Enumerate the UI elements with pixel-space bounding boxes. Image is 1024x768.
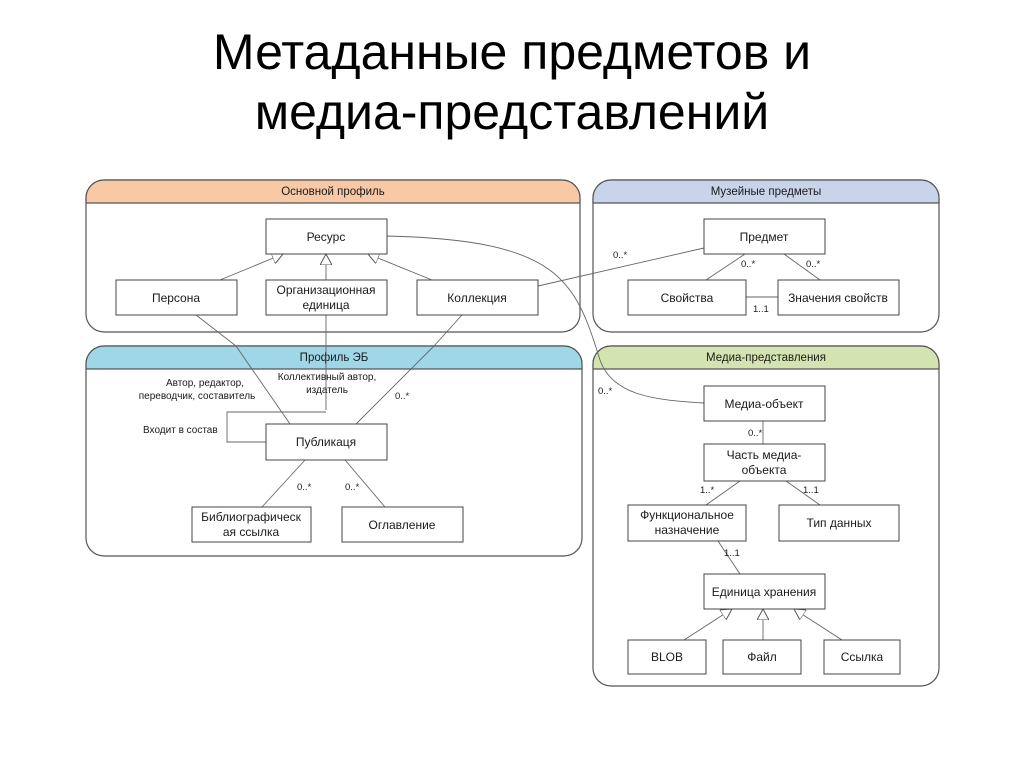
svg-text:Значения свойств: Значения свойств	[788, 291, 888, 305]
package-media-header	[592, 345, 940, 370]
class-functional-purpose: Функциональное назначение	[627, 504, 747, 542]
annotation-roles-line2: переводчик, составитель	[139, 391, 256, 402]
link-person-eb	[195, 314, 237, 347]
class-bib-reference: Библиографическ ая ссылка	[191, 506, 312, 543]
connectors	[195, 235, 843, 641]
slide-title-line2: медиа-представлений	[254, 84, 770, 140]
svg-text:Предмет: Предмет	[740, 230, 789, 244]
link-pub-bib	[261, 459, 306, 508]
link-func-storage	[717, 540, 741, 575]
class-media-part: Часть медиа- объекта	[703, 443, 826, 482]
svg-text:Коллекция: Коллекция	[447, 291, 506, 305]
mult-pub-toc: 0..*	[345, 482, 360, 493]
generalization-person-resource	[219, 254, 283, 281]
link-part-of	[226, 411, 326, 443]
link-collection-item	[537, 247, 705, 287]
link-item-values	[783, 253, 821, 281]
slide-title: Метаданные предметов и медиа-представлен…	[0, 22, 1024, 142]
mult-item-props: 0..*	[741, 259, 756, 270]
link-roles-publication	[235, 345, 291, 425]
class-blob: BLOB	[627, 639, 707, 675]
svg-text:ая ссылка: ая ссылка	[223, 525, 280, 539]
svg-text:Организационная: Организационная	[277, 283, 376, 297]
link-part-func	[705, 480, 741, 506]
svg-text:Ресурс: Ресурс	[307, 230, 346, 244]
svg-text:Файл: Файл	[747, 650, 777, 664]
mult-props-values: 1..1	[753, 304, 769, 315]
svg-text:Тип данных: Тип данных	[807, 516, 872, 530]
class-properties: Свойства	[627, 279, 747, 316]
svg-text:Свойства: Свойства	[661, 291, 714, 305]
class-collection: Коллекция	[416, 279, 539, 316]
class-link: Ссылка	[823, 639, 901, 675]
link-pub-toc	[344, 459, 386, 508]
svg-text:Персона: Персона	[152, 291, 200, 305]
package-museum-title: Музейные предметы	[711, 186, 822, 198]
mult-coll-pub: 0..*	[395, 391, 410, 402]
class-publication: Публикаця	[265, 423, 388, 461]
class-storage-unit: Единица хранения	[703, 573, 826, 610]
svg-text:Оглавление: Оглавление	[369, 518, 436, 532]
annotation-roles-line1: Автор, редактор,	[166, 378, 244, 389]
slide-title-line1: Метаданные предметов и	[212, 24, 812, 80]
mult-resource-media: 0..*	[598, 386, 613, 397]
package-eb-header	[85, 345, 583, 370]
svg-text:объекта: объекта	[742, 463, 787, 477]
generalization-collection-resource	[368, 254, 433, 281]
generalization-link-storage	[794, 609, 843, 641]
svg-text:Публикаця: Публикаця	[296, 435, 356, 449]
package-media: Медиа-представления	[592, 345, 940, 687]
class-property-values: Значения свойств	[777, 279, 900, 316]
class-item: Предмет	[703, 218, 826, 255]
svg-text:Медиа-объект: Медиа-объект	[724, 397, 804, 411]
class-person: Персона	[115, 279, 238, 316]
annotation-corp-line1: Коллективный автор,	[278, 372, 376, 383]
package-media-title: Медиа-представления	[706, 352, 826, 364]
package-core-title: Основной профиль	[281, 186, 385, 198]
mult-part-func: 1..*	[700, 485, 715, 496]
class-resource: Ресурс	[265, 218, 388, 255]
package-core-header	[85, 179, 581, 204]
mult-part-type: 1..1	[803, 485, 819, 496]
class-org-unit: Организационная единица	[265, 279, 388, 316]
mult-collection-item: 0..*	[613, 250, 628, 261]
link-item-props	[705, 253, 746, 281]
mult-media-part: 0..*	[748, 428, 763, 439]
link-resource-media	[386, 235, 705, 404]
link-collection-eb	[433, 314, 463, 347]
svg-text:назначение: назначение	[655, 523, 720, 537]
link-collection-publication	[355, 345, 435, 425]
annotation-part-of: Входит в состав	[143, 425, 218, 436]
svg-text:Ссылка: Ссылка	[841, 650, 884, 664]
svg-text:Функциональное: Функциональное	[640, 508, 734, 522]
class-media-object: Медиа-объект	[703, 385, 826, 422]
package-museum-header	[592, 179, 940, 204]
class-data-type: Тип данных	[778, 504, 900, 542]
class-toc: Оглавление	[341, 506, 464, 543]
annotation-corp-line2: издатель	[306, 385, 348, 396]
svg-text:Часть медиа-: Часть медиа-	[727, 448, 802, 462]
svg-text:единица: единица	[303, 298, 350, 312]
svg-text:Библиографическ: Библиографическ	[201, 510, 302, 524]
svg-text:Единица хранения: Единица хранения	[712, 585, 816, 599]
class-file: Файл	[722, 639, 802, 675]
mult-item-values: 0..*	[806, 259, 821, 270]
package-eb-title: Профиль ЭБ	[300, 352, 369, 364]
mult-pub-bib: 0..*	[297, 482, 312, 493]
svg-text:BLOB: BLOB	[651, 650, 683, 664]
generalization-blob-storage	[683, 609, 732, 641]
mult-func-storage: 1..1	[724, 548, 740, 559]
link-part-type	[785, 480, 821, 506]
